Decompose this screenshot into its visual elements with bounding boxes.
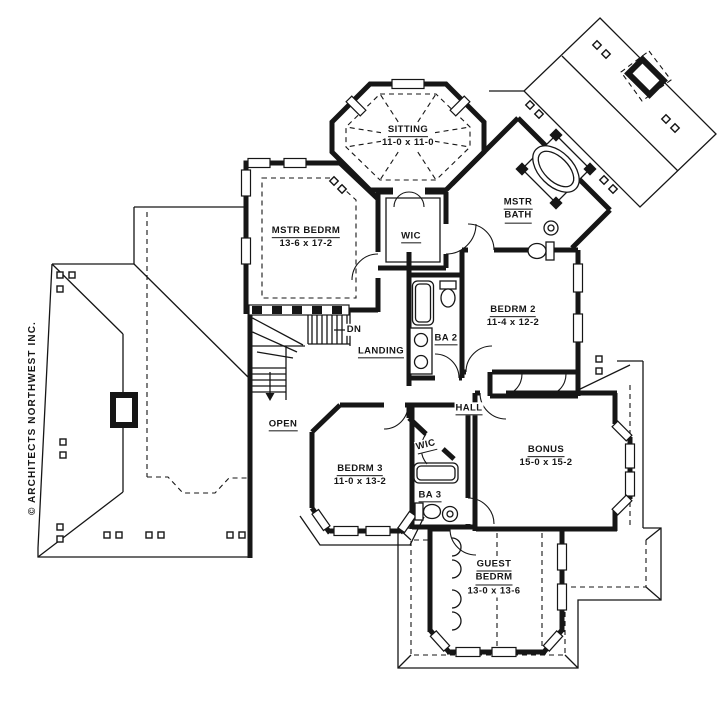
- room-name-line2: BATH: [504, 210, 532, 224]
- room-name: LANDING: [357, 345, 405, 359]
- dashed-lines: [146, 50, 672, 656]
- room-label-open: OPEN: [267, 418, 299, 432]
- room-label-mstr-bedrm: MSTR BEDRM 13-6 x 17-2: [270, 225, 342, 251]
- ba3-toilet-icon: [414, 502, 442, 521]
- room-dims: 13-0 x 13-6: [467, 585, 521, 597]
- room-label-bedrm2: BEDRM 2 11-4 x 12-2: [485, 304, 541, 330]
- door-arcs: [351, 223, 567, 556]
- copyright-text: © ARCHITECTS NORTHWEST INC.: [27, 321, 38, 515]
- roof-outlines: [37, 17, 717, 669]
- room-name: OPEN: [268, 418, 298, 432]
- room-label-bedrm3: BEDRM 3 11-0 x 13-2: [332, 463, 388, 489]
- room-label-wic-master: WIC: [400, 230, 422, 244]
- room-name: BONUS: [527, 444, 565, 458]
- master-tub-icon: [515, 128, 597, 210]
- room-label-ba2: BA 2: [433, 332, 459, 346]
- room-dims: 15-0 x 15-2: [519, 457, 573, 469]
- room-name: WIC: [401, 230, 421, 244]
- room-name: BEDRM 3: [337, 463, 383, 477]
- ba2-toilet-icon: [439, 280, 457, 308]
- room-name: SITTING: [387, 124, 429, 138]
- windows: [240, 78, 636, 658]
- room-name-line2: BEDRM: [475, 572, 513, 586]
- room-dims: 13-6 x 17-2: [279, 238, 333, 250]
- ba2-vanity-icon: [409, 327, 433, 375]
- chimneys: [110, 55, 668, 428]
- room-label-landing: LANDING: [356, 345, 406, 359]
- roof-bracket-squares: [56, 39, 681, 543]
- open-railing: [248, 304, 350, 316]
- room-name: MSTR BEDRM: [271, 225, 341, 239]
- room-label-sitting: SITTING 11-0 x 11-0: [381, 124, 435, 150]
- room-label-ba3: BA 3: [417, 489, 443, 503]
- room-name: HALL: [455, 402, 483, 416]
- right-chimney-icon: [624, 55, 668, 99]
- stair-direction-label: DN: [345, 323, 363, 337]
- room-label-guest-bedrm: GUEST BEDRM 13-0 x 13-6: [466, 558, 522, 598]
- room-name: BEDRM 2: [490, 304, 536, 318]
- room-label-hall: HALL: [454, 402, 484, 416]
- room-name-line1: GUEST: [476, 558, 512, 572]
- room-dims: 11-0 x 13-2: [333, 476, 387, 488]
- room-name: BA 3: [418, 489, 442, 503]
- room-dims: 11-4 x 12-2: [486, 317, 540, 329]
- room-label-bonus: BONUS 15-0 x 15-2: [518, 444, 574, 470]
- room-name: BA 2: [434, 332, 458, 346]
- stair-arrow-icon: [265, 393, 275, 401]
- room-label-mstr-bath: MSTR BATH: [502, 196, 534, 224]
- walls: [243, 81, 633, 655]
- sitting-doors: [393, 184, 425, 208]
- room-name-line1: MSTR: [503, 197, 533, 210]
- fixtures: [265, 128, 597, 631]
- stair-dn-text: DN: [346, 323, 362, 335]
- room-dims: 11-0 x 11-0: [382, 137, 434, 149]
- closet-doors-icon: [451, 537, 462, 631]
- toilet-icon: [527, 241, 555, 261]
